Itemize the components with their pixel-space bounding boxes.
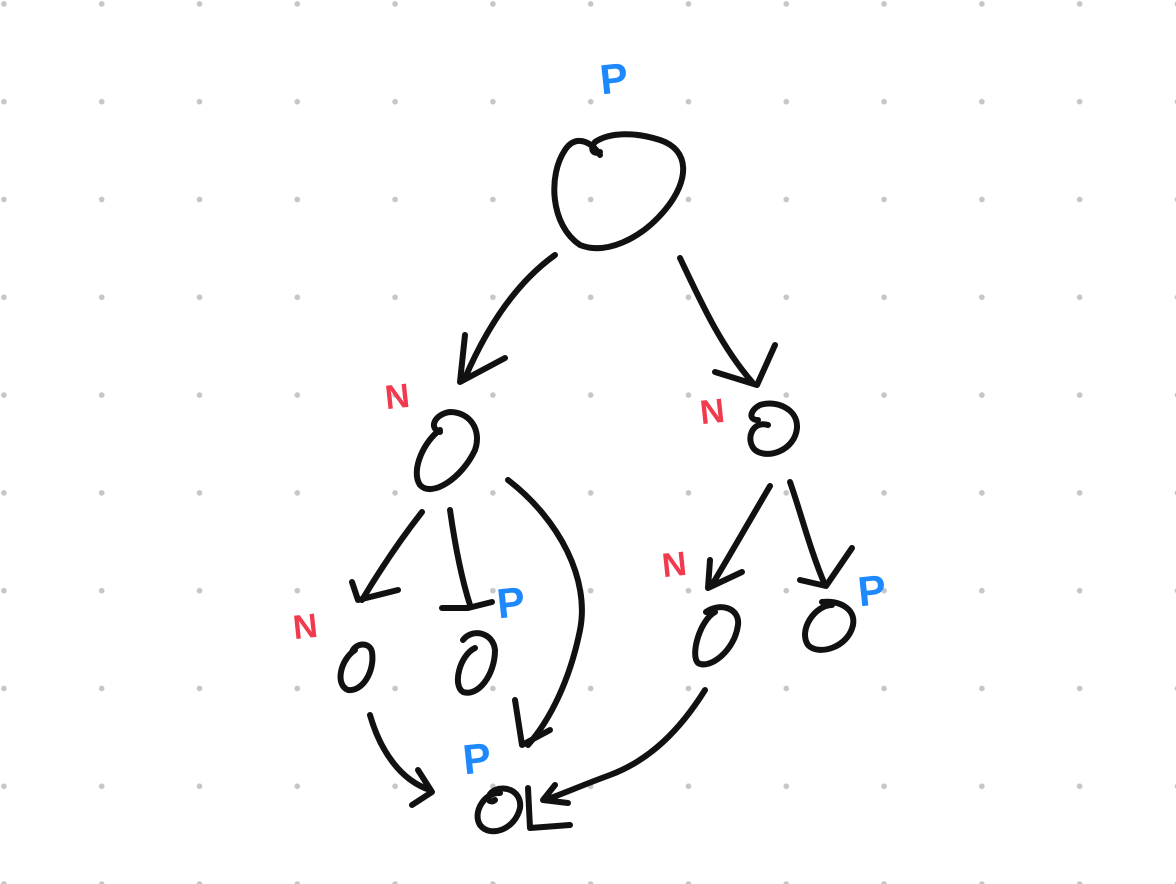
node-right-right [802,598,857,653]
edge-left-bottom [505,477,585,748]
node-left [413,409,480,493]
label-left-mid: P [494,577,528,628]
label-right-left: N [660,544,689,586]
edge-left-leftmid [439,507,495,611]
node-right [747,400,800,457]
edge-right-rightleft [705,483,773,591]
edge-root-right [677,255,778,388]
label-left-left: N [291,606,320,648]
node-right-left [692,604,742,668]
edge-left-leftleft [349,509,425,603]
label-bottom: P [460,733,494,784]
edge-rightleft-bottom [540,687,708,806]
label-left: N [383,376,412,418]
label-right: N [698,391,727,433]
bottom-tail [525,785,573,831]
edge-leftleft-bottom [367,712,435,808]
node-root [551,131,687,252]
edge-right-rightright [787,479,855,589]
node-bottom [474,785,524,835]
edge-root-left [457,252,558,385]
node-left-mid [455,630,498,696]
label-root: P [597,53,631,104]
node-left-left [337,641,376,694]
label-right-right: P [855,565,889,616]
